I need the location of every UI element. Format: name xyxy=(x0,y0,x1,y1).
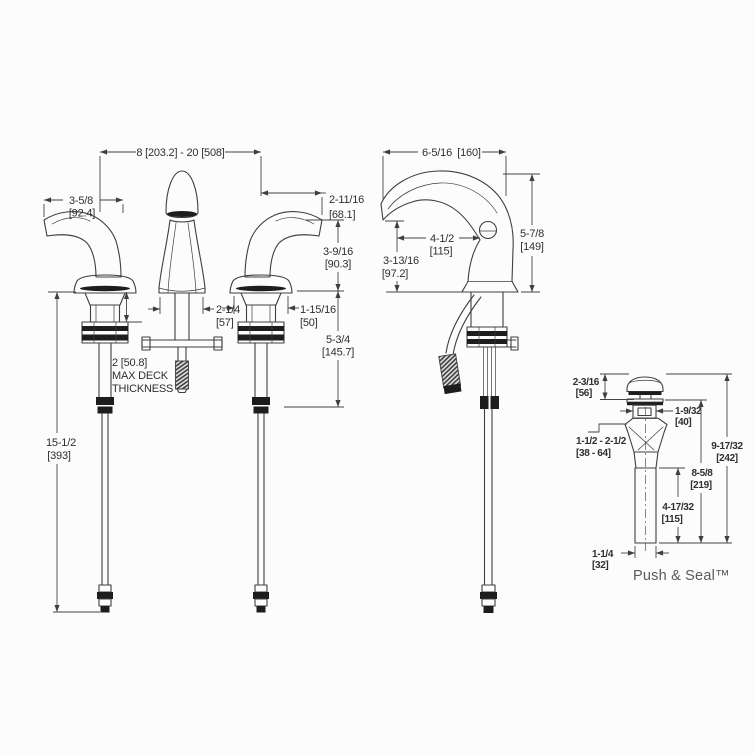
dim-drain-tail-dia-mm: [32] xyxy=(592,560,608,571)
dim-handle-length-mm: [92.4] xyxy=(69,208,95,220)
dim-drain-overall-in: 9-17/32 xyxy=(711,441,743,452)
dim-drain-neck-mm: [40] xyxy=(675,417,691,428)
dim-max-deck-line1: 2 [50.8] xyxy=(112,357,147,369)
dim-spread-label: 8 [203.2] - 20 [508] xyxy=(136,147,224,159)
dim-handle-length-in: 3-5/8 xyxy=(69,195,93,207)
dim-spout-height: 5-7/8 [149] xyxy=(503,173,544,293)
handle-front-view-right xyxy=(229,211,323,614)
dim-outlet-height-in: 3-13/16 xyxy=(383,255,419,267)
dim-handle-reach-in: 2-11/16 xyxy=(329,194,364,206)
dim-drain-below-flange-mm: [219] xyxy=(690,480,712,491)
dim-spout-reach: 4-1/2 [115] xyxy=(396,233,481,258)
dim-drain-tail-dia-in: 1-1/4 xyxy=(592,549,614,560)
dim-drain-flange: 2-3/16 [56] xyxy=(573,373,634,400)
dim-handle-reach-mm: [68.1] xyxy=(329,209,355,221)
dim-drain-flange-in: 2-3/16 xyxy=(573,377,600,388)
dim-handle-height: 3-9/16 [90.3] xyxy=(297,219,353,292)
dim-handle-height-in: 3-9/16 xyxy=(323,246,353,258)
dim-spout-height-in: 5-7/8 xyxy=(520,228,544,240)
dim-handle-height-mm: [90.3] xyxy=(325,259,351,271)
handle-side-view xyxy=(141,170,223,394)
dim-spout-height-mm: [149] xyxy=(520,241,544,253)
dim-handle-hub-in: 2-1/4 xyxy=(216,304,240,316)
dim-handle-hub-mm: [57] xyxy=(216,317,234,329)
dim-drain-tailpiece: 4-17/32 [115] xyxy=(659,467,695,544)
dim-drain-deck-range: 1-1/2 - 2-1/2 [38 - 64] xyxy=(576,423,627,459)
spout-front-view xyxy=(380,170,519,613)
dim-spout-overall-reach-in: 6-5/16 xyxy=(422,147,452,159)
dim-drain-below-flange: 8-5/8 [219] xyxy=(665,399,714,544)
dim-handle-length: 3-5/8 [92.4] xyxy=(43,195,124,220)
dim-outlet-height: 3-13/16 [97.2] xyxy=(382,220,464,293)
dim-drain-flange-mm: [56] xyxy=(576,388,592,399)
dim-valve-depth: 5-3/4 [145.7] xyxy=(284,290,354,408)
hose-connector xyxy=(438,353,462,395)
dim-escutcheon-width: 1-15/16 [50] xyxy=(222,296,336,329)
dim-spout-reach-mm: [115] xyxy=(430,246,453,258)
dim-supply-length-in: 15-1/2 xyxy=(46,437,76,449)
dim-max-deck: 2 [50.8] MAX DECK THICKNESS xyxy=(112,291,173,395)
dim-drain-tailpiece-in: 4-17/32 xyxy=(662,502,694,513)
dim-handle-hub: 2-1/4 [57] xyxy=(148,297,240,329)
dim-drain-overall: 9-17/32 [242] xyxy=(659,373,744,544)
dim-spout-overall-reach-mm: [160] xyxy=(457,147,481,159)
dim-spout-reach-in: 4-1/2 xyxy=(430,233,454,245)
drain-feature-label: Push & Seal™ xyxy=(633,568,730,584)
handle-front-view-left xyxy=(43,211,137,613)
dim-drain-tail-dia: 1-1/4 [32] xyxy=(592,546,669,571)
dim-drain-deck-range-in: 1-1/2 - 2-1/2 xyxy=(576,436,627,447)
dim-drain-neck-in: 1-9/32 xyxy=(675,406,702,417)
dim-valve-depth-in: 5-3/4 xyxy=(326,334,350,346)
dim-escutcheon-width-in: 1-15/16 xyxy=(300,304,336,316)
dim-drain-tailpiece-mm: [115] xyxy=(661,514,682,525)
dim-drain-below-flange-in: 8-5/8 xyxy=(691,468,713,479)
dim-supply-length-mm: [393] xyxy=(47,450,71,462)
dim-max-deck-line3: THICKNESS xyxy=(112,383,173,395)
dim-drain-overall-mm: [242] xyxy=(716,453,738,464)
dim-max-deck-line2: MAX DECK xyxy=(112,370,169,382)
dim-escutcheon-width-mm: [50] xyxy=(300,317,318,329)
dim-valve-depth-mm: [145.7] xyxy=(322,347,354,359)
dim-drain-neck: 1-9/32 [40] xyxy=(620,406,702,428)
dim-supply-length: 15-1/2 [393] xyxy=(46,291,100,613)
dim-outlet-height-mm: [97.2] xyxy=(382,268,408,280)
dim-spout-overall-reach: 6-5/16 [160] xyxy=(382,147,507,199)
dim-spread: 8 [203.2] - 20 [508] xyxy=(99,147,262,212)
dim-handle-reach: 2-11/16 [68.1] xyxy=(260,190,364,221)
dim-drain-deck-range-mm: [38 - 64] xyxy=(576,448,611,459)
